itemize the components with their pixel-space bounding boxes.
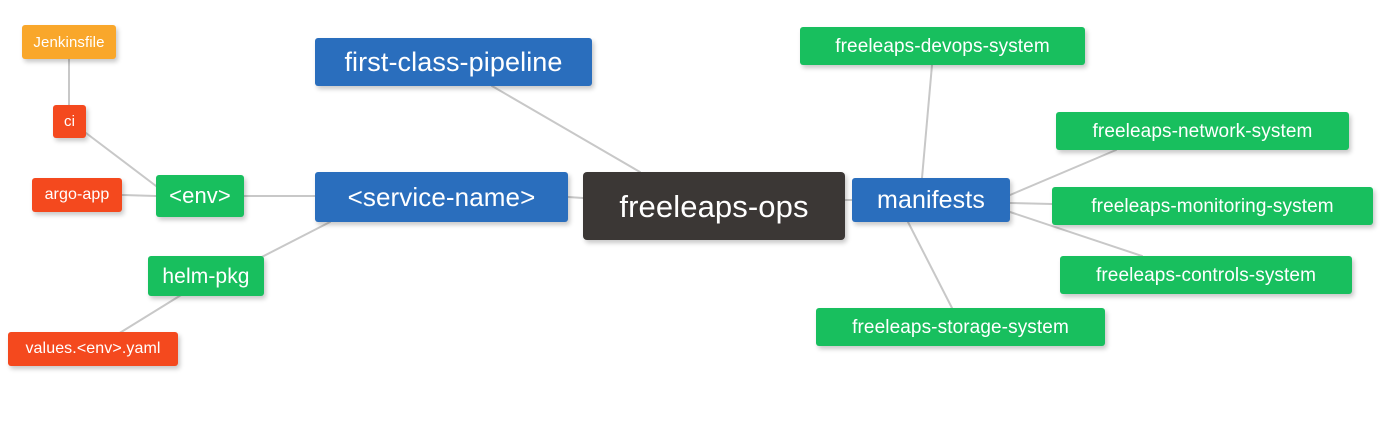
node-argo-app[interactable]: argo-app [32, 178, 122, 212]
node-monitoring[interactable]: freeleaps-monitoring-system [1052, 187, 1373, 225]
edge-argo-app-to-env [121, 194, 157, 197]
node-root[interactable]: freeleaps-ops [583, 172, 845, 240]
node-values-yaml[interactable]: values.<env>.yaml [8, 332, 178, 366]
node-storage-sys[interactable]: freeleaps-storage-system [816, 308, 1105, 346]
node-service-name[interactable]: <service-name> [315, 172, 568, 222]
node-jenkinsfile[interactable]: Jenkinsfile [22, 25, 116, 59]
edge-manifests-to-monitoring [1009, 202, 1053, 205]
node-devops-sys[interactable]: freeleaps-devops-system [800, 27, 1085, 65]
node-manifests[interactable]: manifests [852, 178, 1010, 222]
edge-manifests-to-storage-sys [907, 221, 953, 309]
node-first-class[interactable]: first-class-pipeline [315, 38, 592, 86]
node-network-sys[interactable]: freeleaps-network-system [1056, 112, 1349, 150]
node-ci[interactable]: ci [53, 105, 86, 138]
edge-manifests-to-devops-sys [921, 64, 933, 179]
edge-service-name-to-root [567, 196, 584, 199]
node-controls-sys[interactable]: freeleaps-controls-system [1060, 256, 1352, 294]
node-helm-pkg[interactable]: helm-pkg [148, 256, 264, 296]
edge-first-class-to-root [491, 85, 641, 173]
edge-service-name-to-helm-pkg [251, 221, 331, 263]
node-env[interactable]: <env> [156, 175, 244, 217]
edge-helm-pkg-to-values-yaml [117, 291, 187, 335]
